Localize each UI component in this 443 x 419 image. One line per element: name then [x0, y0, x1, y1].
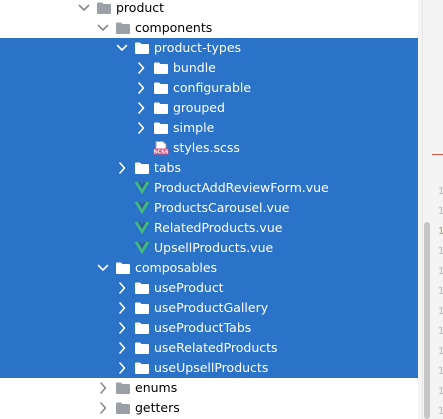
chevron-down-icon[interactable] — [77, 0, 91, 16]
tree-item-label: useProductTabs — [154, 320, 252, 335]
tree-row[interactable]: bundle — [0, 58, 418, 78]
vue-file-icon — [134, 241, 150, 255]
chevron-right-icon[interactable] — [115, 280, 129, 296]
tree-item-label: getters — [135, 400, 180, 415]
tree-row[interactable]: useRelatedProducts — [0, 338, 418, 358]
chevron-right-icon[interactable] — [115, 360, 129, 376]
tree-item-label: styles.scss — [173, 140, 240, 155]
tree-item-label: bundle — [173, 60, 216, 75]
tree-item-label: product — [116, 0, 165, 15]
tree-item-label: RelatedProducts.vue — [154, 220, 283, 235]
tree-item-label: tabs — [154, 160, 182, 175]
tree-row[interactable]: product-types — [0, 38, 418, 58]
vue-file-icon — [134, 181, 150, 195]
folder-icon — [134, 281, 150, 295]
tree-row[interactable]: ProductAddReviewForm.vue — [0, 178, 418, 198]
chevron-down-icon[interactable] — [115, 40, 129, 56]
tree-item-label: components — [135, 20, 213, 35]
tree-row[interactable]: composables — [0, 258, 418, 278]
line-number: 1 — [438, 226, 443, 237]
chevron-right-icon[interactable] — [115, 300, 129, 316]
tree-item-label: simple — [173, 120, 215, 135]
tree-row[interactable]: useUpsellProducts — [0, 358, 418, 378]
tree-item-label: composables — [135, 260, 218, 275]
line-number: 1 — [438, 326, 443, 337]
chevron-right-icon[interactable] — [115, 340, 129, 356]
tree-row[interactable]: useProductTabs — [0, 318, 418, 338]
tree-item-label: enums — [135, 380, 178, 395]
line-number: 1 — [438, 286, 443, 297]
folder-icon — [134, 361, 150, 375]
chevron-right-icon[interactable] — [134, 80, 148, 96]
folder-icon — [134, 321, 150, 335]
line-number: 1 — [438, 266, 443, 277]
line-number: 1 — [438, 386, 443, 397]
tree-row[interactable]: RelatedProducts.vue — [0, 218, 418, 238]
folder-icon — [115, 401, 131, 415]
chevron-right-icon[interactable] — [115, 160, 129, 176]
folder-icon — [153, 81, 169, 95]
tree-item-label: ProductsCarousel.vue — [154, 200, 290, 215]
folder-icon — [153, 101, 169, 115]
file-tree: product components product-types bundle conf… — [0, 0, 418, 418]
folder-icon — [153, 121, 169, 135]
line-number: 1 — [438, 206, 443, 217]
tree-item-label: useUpsellProducts — [154, 360, 269, 375]
line-number: 1 — [438, 306, 443, 317]
line-number: 1 — [438, 246, 443, 257]
chevron-right-icon[interactable] — [134, 120, 148, 136]
scrollbar-thumb[interactable] — [424, 222, 430, 419]
tree-row[interactable]: enums — [0, 378, 418, 398]
tree-item-label: UpsellProducts.vue — [154, 240, 274, 255]
tree-item-label: useProduct — [154, 280, 224, 295]
folder-icon — [96, 1, 112, 15]
line-number: 1 — [438, 366, 443, 377]
tree-row[interactable]: useProduct — [0, 278, 418, 298]
folder-icon — [134, 341, 150, 355]
folder-icon — [134, 161, 150, 175]
tree-item-label: configurable — [173, 80, 252, 95]
tree-row[interactable]: getters — [0, 398, 418, 418]
tree-row[interactable]: product — [0, 0, 418, 18]
tree-item-label: grouped — [173, 100, 225, 115]
chevron-right-icon[interactable] — [134, 100, 148, 116]
tree-row[interactable]: ProductsCarousel.vue — [0, 198, 418, 218]
folder-icon — [115, 21, 131, 35]
chevron-right-icon[interactable] — [96, 380, 110, 396]
line-number: 1 — [438, 346, 443, 357]
error-marker — [432, 154, 443, 155]
tree-row[interactable]: useProductGallery — [0, 298, 418, 318]
svg-text:SCSS: SCSS — [154, 150, 169, 155]
chevron-down-icon[interactable] — [96, 260, 110, 276]
line-number: 1 — [438, 406, 443, 417]
folder-icon — [134, 41, 150, 55]
folder-icon — [134, 301, 150, 315]
tree-row[interactable]: tabs — [0, 158, 418, 178]
chevron-right-icon[interactable] — [134, 60, 148, 76]
folder-icon — [115, 381, 131, 395]
scss-file-icon: SCSS — [153, 141, 169, 155]
folder-icon — [115, 261, 131, 275]
chevron-down-icon[interactable] — [96, 20, 110, 36]
line-number: 1 — [438, 186, 443, 197]
tree-item-label: ProductAddReviewForm.vue — [154, 180, 329, 195]
tree-row[interactable]: configurable — [0, 78, 418, 98]
tree-row[interactable]: UpsellProducts.vue — [0, 238, 418, 258]
tree-item-label: useRelatedProducts — [154, 340, 278, 355]
tree-row[interactable]: SCSS styles.scss — [0, 138, 418, 158]
tree-row[interactable]: grouped — [0, 98, 418, 118]
chevron-right-icon[interactable] — [96, 400, 110, 416]
tree-item-label: product-types — [154, 40, 242, 55]
vue-file-icon — [134, 221, 150, 235]
folder-icon — [153, 61, 169, 75]
panel-divider[interactable] — [422, 0, 423, 419]
tree-row[interactable]: simple — [0, 118, 418, 138]
tree-item-label: useProductGallery — [154, 300, 269, 315]
tree-row[interactable]: components — [0, 18, 418, 38]
vue-file-icon — [134, 201, 150, 215]
chevron-right-icon[interactable] — [115, 320, 129, 336]
